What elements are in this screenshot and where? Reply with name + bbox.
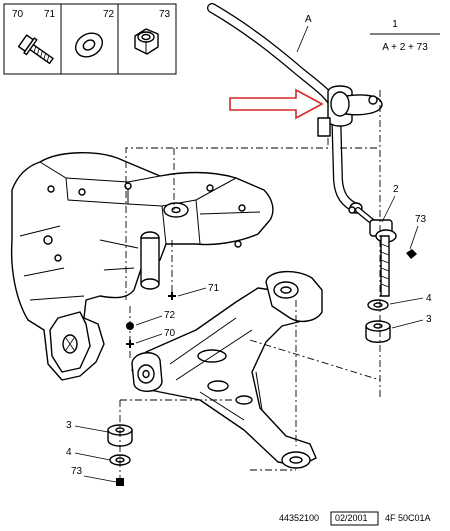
lower-control-arm xyxy=(131,271,323,469)
legend-number-71: 71 xyxy=(44,9,56,20)
callout-71: 71 xyxy=(208,283,220,294)
nut-icon xyxy=(134,28,159,55)
callout-3-left: 3 xyxy=(66,420,72,431)
assembly-formula: 1 A + 2 + 73 xyxy=(370,19,440,53)
parts-legend: 70 71 72 73 xyxy=(3,3,177,75)
subframe xyxy=(10,152,274,381)
bush-3-right xyxy=(365,320,391,343)
callout-3-right: 3 xyxy=(426,314,432,325)
formula-number: 1 xyxy=(392,19,398,30)
nut-73-right xyxy=(406,249,417,259)
callout-72: 72 xyxy=(164,310,176,321)
bolt-icon xyxy=(17,34,54,65)
nut-73-left xyxy=(116,478,124,486)
callout-70: 70 xyxy=(164,328,176,339)
callout-73-right: 73 xyxy=(415,214,427,225)
footer-date: 02/2001 xyxy=(335,513,368,523)
legend-number-72: 72 xyxy=(103,9,115,20)
washer-4-right xyxy=(367,299,389,311)
drop-link xyxy=(348,202,397,297)
footer-ref: 44352100 xyxy=(279,513,319,523)
callout-A: A xyxy=(305,14,312,25)
alignment-lines xyxy=(119,90,381,478)
washer-icon xyxy=(74,32,104,58)
callout-4-right: 4 xyxy=(426,293,432,304)
formula-expression: A + 2 + 73 xyxy=(382,42,428,53)
legend-number-70: 70 xyxy=(12,9,24,20)
callout-73-left: 73 xyxy=(71,466,83,477)
footer: 44352100 02/2001 4F 50C01A xyxy=(279,511,431,526)
anti-roll-bar xyxy=(207,3,383,213)
callout-2: 2 xyxy=(393,184,399,195)
highlight-arrow-icon xyxy=(229,88,324,120)
footer-code: 4F 50C01A xyxy=(385,513,431,523)
callout-4-left: 4 xyxy=(66,447,72,458)
legend-number-73: 73 xyxy=(159,9,171,20)
